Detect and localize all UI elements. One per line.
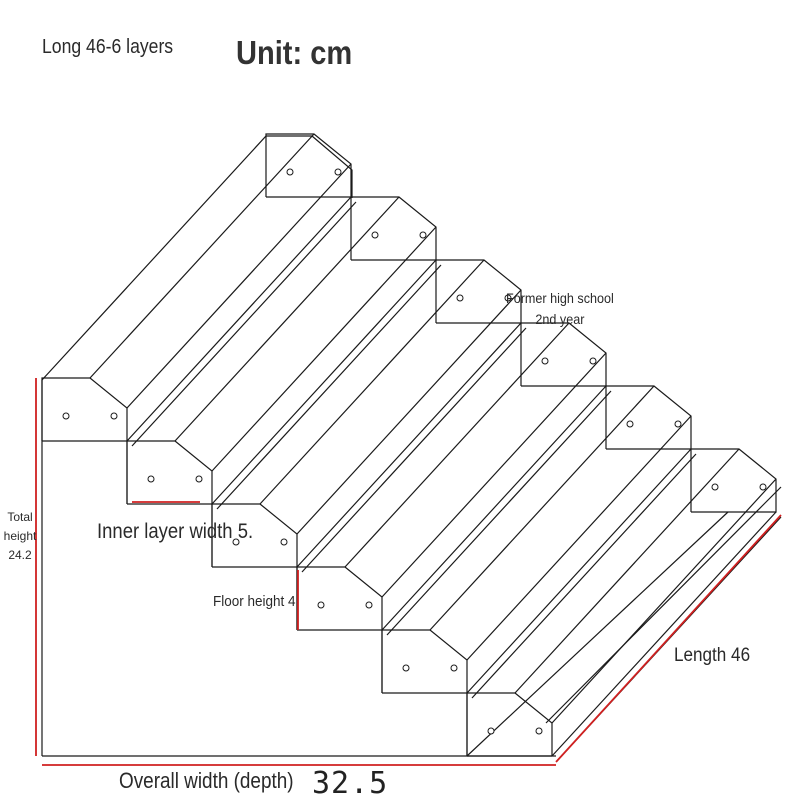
base-right-edge bbox=[545, 486, 782, 724]
overall-width-value: 32.5 bbox=[312, 766, 389, 801]
screw-hole bbox=[280, 538, 288, 546]
step-front-block bbox=[381, 629, 468, 693]
screw-holes bbox=[62, 168, 767, 735]
screw-hole bbox=[487, 727, 495, 735]
floor-height-label: Floor height 4 bbox=[213, 593, 296, 610]
step-back-block bbox=[520, 322, 607, 387]
riser-inner-edge bbox=[386, 390, 612, 636]
tread-top-edge bbox=[344, 322, 570, 568]
tread-edge bbox=[551, 478, 777, 724]
step-back-block bbox=[435, 259, 522, 324]
riser-edge bbox=[211, 259, 437, 505]
step-front-block bbox=[126, 440, 213, 504]
step-back-block bbox=[605, 385, 692, 450]
tread-edge bbox=[381, 352, 607, 598]
tread-edge bbox=[211, 226, 437, 472]
tread-edge bbox=[296, 289, 522, 535]
length-dimension-line bbox=[555, 514, 782, 763]
screw-hole bbox=[674, 420, 682, 428]
total-line-3: 24.2 bbox=[8, 548, 32, 562]
screw-hole bbox=[541, 357, 549, 365]
step-front-block bbox=[296, 566, 383, 630]
tread-top-edge bbox=[429, 385, 655, 631]
step-back-block bbox=[265, 133, 352, 198]
screw-hole bbox=[334, 168, 342, 176]
riser-inner-edge bbox=[131, 201, 357, 447]
former-line-2: 2nd year bbox=[535, 311, 585, 327]
screw-hole bbox=[450, 664, 458, 672]
inner-layer-width-label: Inner layer width 5. bbox=[97, 520, 254, 543]
diagram-title: Long 46-6 layers bbox=[42, 36, 174, 58]
overall-width-label: Overall width (depth) bbox=[119, 768, 294, 793]
tread-top-edge bbox=[174, 196, 400, 442]
dimension-lines bbox=[35, 378, 782, 766]
riser-edge bbox=[381, 385, 607, 631]
tread-edge bbox=[466, 415, 692, 661]
screw-hole bbox=[402, 664, 410, 672]
riser-edge bbox=[466, 448, 692, 694]
riser-inner-edge bbox=[471, 453, 697, 699]
stair-structure bbox=[41, 133, 782, 762]
length-label: Length 46 bbox=[674, 645, 751, 666]
unit-label: Unit: cm bbox=[236, 34, 353, 71]
screw-hole bbox=[759, 483, 767, 491]
riser-edge bbox=[126, 196, 352, 442]
screw-hole bbox=[371, 231, 379, 239]
screw-hole bbox=[535, 727, 543, 735]
tread-top-edge bbox=[259, 259, 485, 505]
screw-hole bbox=[456, 294, 464, 302]
screw-hole bbox=[419, 231, 427, 239]
tread-top-edge bbox=[514, 448, 740, 694]
riser-inner-edge bbox=[216, 264, 442, 510]
riser-inner-edge bbox=[301, 327, 527, 573]
former-high-school-note: Former high school 2nd year bbox=[506, 288, 614, 330]
screw-hole bbox=[195, 475, 203, 483]
screw-hole bbox=[504, 294, 512, 302]
screw-hole bbox=[286, 168, 294, 176]
screw-hole bbox=[365, 601, 373, 609]
screw-hole bbox=[232, 538, 240, 546]
back-side-panel bbox=[41, 135, 556, 757]
screw-hole bbox=[711, 483, 719, 491]
screw-hole bbox=[317, 601, 325, 609]
step-front-block bbox=[466, 692, 553, 756]
step-front-block bbox=[41, 377, 128, 441]
screw-hole bbox=[626, 420, 634, 428]
riser-edge bbox=[551, 511, 777, 757]
total-height-label: Total height 24.2 bbox=[2, 508, 38, 565]
step-back-block bbox=[350, 196, 437, 261]
total-line-1: Total bbox=[7, 510, 33, 524]
screw-hole bbox=[147, 475, 155, 483]
tread-edge bbox=[126, 163, 352, 409]
tread-top-edge bbox=[89, 133, 315, 379]
total-line-2: height bbox=[3, 529, 37, 543]
screw-hole bbox=[110, 412, 118, 420]
screw-hole bbox=[62, 412, 70, 420]
former-line-1: Former high school bbox=[506, 290, 614, 306]
step-back-block bbox=[690, 448, 777, 513]
riser-edge bbox=[296, 322, 522, 568]
screw-hole bbox=[589, 357, 597, 365]
base-board-edge bbox=[466, 511, 729, 757]
